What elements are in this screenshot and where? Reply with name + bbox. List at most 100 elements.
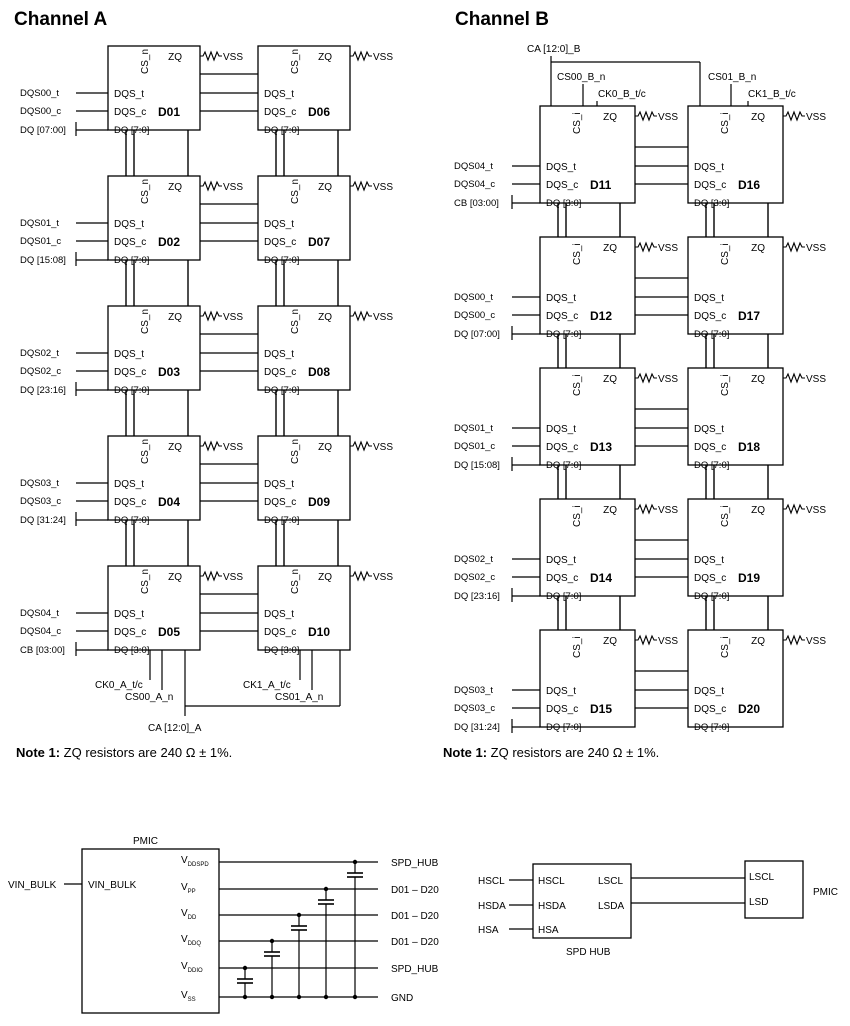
device-id-d09: D09	[308, 495, 330, 509]
vss-label: VSS	[223, 312, 243, 323]
device-id-d05: D05	[158, 625, 180, 639]
cs-pin-label: CS_i	[720, 636, 731, 658]
device-id-d10: D10	[308, 625, 330, 639]
spd-pin-label: HSCL	[538, 876, 565, 887]
external-signal-label: DQS00_t	[454, 292, 493, 303]
device-id-d01: D01	[158, 105, 180, 119]
zq-pin-label: ZQ	[318, 52, 332, 63]
channel-a-title: Channel A	[14, 9, 108, 30]
dq-pin-label: DQ [3:0]	[264, 645, 299, 656]
ck1-label: CK1_A_t/c	[243, 680, 291, 691]
dram-chip-d09	[257, 435, 351, 521]
zq-resistor	[635, 241, 657, 253]
vss-label: VSS	[658, 374, 678, 385]
rail-subscript: DDSPD	[188, 862, 210, 868]
zq-resistor	[783, 372, 805, 384]
device-id-d06: D06	[308, 105, 330, 119]
dram-chip-d10	[257, 565, 351, 651]
cs-pin-label: CS_n	[290, 49, 301, 74]
rail-main: V	[181, 990, 188, 1001]
channel-a-note: Note 1: ZQ resistors are 240 Ω ± 1%.	[16, 745, 232, 760]
ck0-label: CK0_B_t/c	[598, 89, 646, 100]
cs-pin-label: CS_i	[572, 374, 583, 396]
vss-label: VSS	[373, 312, 393, 323]
spd-pin-label: HSA	[538, 925, 559, 936]
zq-resistor	[783, 110, 805, 122]
dram-chip-d08	[257, 305, 351, 391]
dqs-c-pin-label: DQS_c	[546, 573, 578, 584]
dqs-t-pin-label: DQS_t	[264, 609, 294, 620]
device-id-d20: D20	[738, 702, 760, 716]
vss-label: VSS	[373, 572, 393, 583]
zq-resistor	[200, 180, 222, 192]
spd-pin-label: HSDA	[538, 901, 566, 912]
cs01-label: CS01_A_n	[275, 692, 323, 703]
vss-label: VSS	[658, 243, 678, 254]
dqs-t-pin-label: DQS_t	[546, 424, 576, 435]
dram-chip-d06	[257, 45, 351, 131]
dq-bus-label: DQ [15:08]	[454, 460, 500, 471]
device-id-d07: D07	[308, 235, 330, 249]
dqs-t-pin-label: DQS_t	[694, 555, 724, 566]
dqs-c-pin-label: DQS_c	[264, 237, 296, 248]
zq-resistor	[200, 310, 222, 322]
zq-pin-label: ZQ	[168, 52, 182, 63]
cs-pin-label: CS_i	[572, 636, 583, 658]
external-signal-label: DQS03_t	[454, 685, 493, 696]
external-signal-label: DQS01_t	[454, 423, 493, 434]
pmic-rail-label: VDD	[181, 908, 197, 921]
external-signal-label: DQS03_c	[454, 703, 495, 714]
pmic-rail-label: VPP	[181, 882, 196, 895]
dqs-t-pin-label: DQS_t	[694, 686, 724, 697]
spd-pin-label: LSCL	[598, 876, 623, 887]
dqs-c-pin-label: DQS_c	[546, 442, 578, 453]
vss-label: VSS	[806, 243, 826, 254]
external-signal-label: DQS04_t	[454, 161, 493, 172]
pmic-rail-label: VDDIO	[181, 961, 203, 974]
cs-pin-label: CS_n	[140, 49, 151, 74]
rail-destination-label: D01 – D20	[391, 937, 439, 948]
dqs-t-pin-label: DQS_t	[264, 89, 294, 100]
ca-bus-label: CA [12:0]_B	[527, 44, 581, 55]
dqs-c-pin-label: DQS_c	[546, 180, 578, 191]
dq-bus-label: DQ [15:08]	[20, 255, 66, 266]
zq-resistor	[350, 310, 372, 322]
zq-resistor	[635, 110, 657, 122]
ck0-label: CK0_A_t/c	[95, 680, 143, 691]
external-signal-label: DQS02_t	[20, 348, 59, 359]
zq-pin-label: ZQ	[168, 442, 182, 453]
dqs-t-pin-label: DQS_t	[114, 609, 144, 620]
cs00-label: CS00_A_n	[125, 692, 173, 703]
device-id-d14: D14	[590, 571, 612, 585]
cs-pin-label: CS_n	[140, 179, 151, 204]
vss-label: VSS	[223, 442, 243, 453]
dq-pin-label: DQ [7:0]	[694, 722, 729, 733]
zq-resistor	[350, 180, 372, 192]
zq-resistor	[783, 241, 805, 253]
vss-label: VSS	[373, 182, 393, 193]
vin-bulk-external-label: VIN_BULK	[8, 880, 57, 891]
rail-destination-label: SPD_HUB	[391, 858, 439, 869]
cs00-label: CS00_B_n	[557, 72, 605, 83]
cs-pin-label: CS_n	[290, 569, 301, 594]
pmic-box	[81, 848, 220, 1014]
dq-bus-label: DQ [07:00]	[454, 329, 500, 340]
dqs-t-pin-label: DQS_t	[546, 293, 576, 304]
dq-pin-label: DQ [7:0]	[264, 125, 299, 136]
dq-pin-label: DQ [3:0]	[114, 645, 149, 656]
device-id-d13: D13	[590, 440, 612, 454]
cs-pin-label: CS_i	[720, 243, 731, 265]
dqs-t-pin-label: DQS_t	[114, 479, 144, 490]
dqs-t-pin-label: DQS_t	[264, 349, 294, 360]
dq-pin-label: DQ [7:0]	[546, 329, 581, 340]
dqs-t-pin-label: DQS_t	[114, 349, 144, 360]
cs-pin-label: CS_i	[572, 505, 583, 527]
cs01-label: CS01_B_n	[708, 72, 756, 83]
zq-resistor	[635, 503, 657, 515]
cs-pin-label: CS_n	[290, 439, 301, 464]
rail-subscript: PP	[188, 889, 196, 895]
pmic-label: PMIC	[813, 887, 838, 898]
zq-resistor	[350, 440, 372, 452]
dqs-c-pin-label: DQS_c	[694, 573, 726, 584]
spd-hub-title: SPD HUB	[566, 947, 611, 958]
